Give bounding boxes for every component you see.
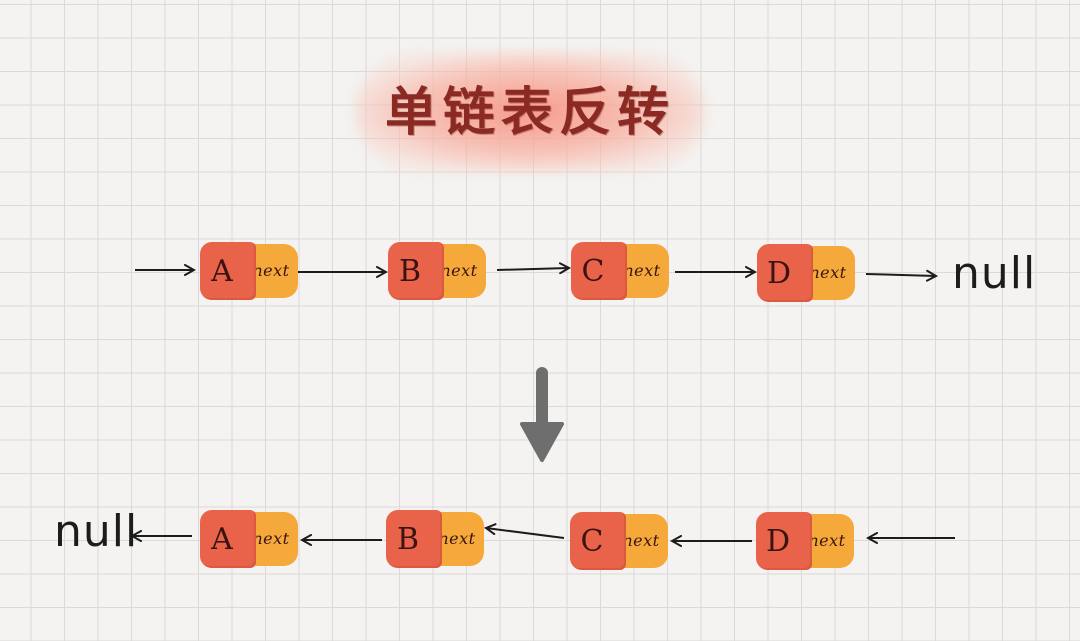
next-pointer-label: next [440,261,478,280]
next-pointer-label: next [252,261,290,280]
title-highlight [355,52,705,172]
next-arrow-b-to-c [496,268,569,270]
next-pointer-label: next [252,529,290,548]
null-terminal-reversed: null [54,506,139,557]
node-value: D [765,524,791,559]
diagram-title: 单链表反转 [384,82,675,143]
node-value: D [766,256,792,291]
next-arrow-d-to-null [865,274,936,276]
node-d-reversed: next D [756,512,856,570]
node-c-reversed: next C [570,512,670,570]
node-value: B [396,522,420,557]
node-b-reversed: next B [386,510,486,568]
node-a: next A [200,242,300,300]
node-b: next B [388,242,488,300]
node-value: A [211,522,233,557]
next-pointer-label: next [623,261,661,280]
node-a-reversed: next A [200,510,300,568]
null-terminal: null [952,248,1037,299]
transition-down-arrow [520,367,564,462]
next-pointer-label: next [622,531,660,550]
node-value: A [211,254,233,289]
node-d: next D [757,244,857,302]
next-pointer-label: next [808,531,846,550]
node-c: next C [571,242,671,300]
node-value: C [581,254,605,289]
next-pointer-label: next [438,529,476,548]
node-value: B [398,254,422,289]
node-value: C [580,524,604,559]
next-pointer-label: next [809,263,847,282]
next-arrow-c-to-b [486,528,565,539]
